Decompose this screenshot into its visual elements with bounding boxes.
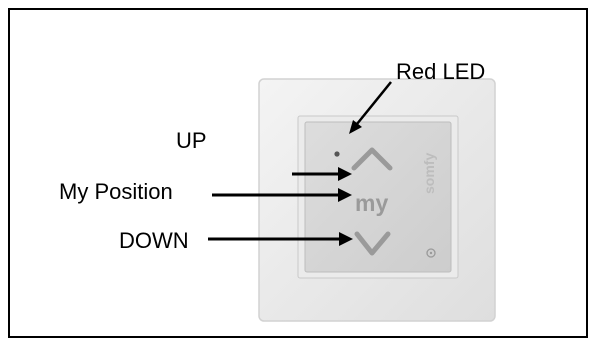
up-label: UP	[176, 128, 207, 153]
chevron-down-icon[interactable]	[354, 231, 391, 256]
brand-logo: somfy	[421, 153, 437, 194]
remote-illustration: my somfy	[208, 78, 496, 322]
down-pointer-arrow	[208, 232, 353, 246]
red-led-indicator	[334, 151, 340, 157]
chevron-up-icon[interactable]	[351, 147, 393, 171]
down-label: DOWN	[119, 228, 189, 253]
red-led-pointer-arrow	[349, 81, 392, 134]
info-icon[interactable]	[426, 248, 436, 258]
my-position-pointer-arrow	[212, 188, 352, 202]
up-pointer-arrow	[292, 167, 352, 181]
red-led-label: Red LED	[396, 59, 486, 84]
my-button[interactable]: my	[355, 190, 388, 216]
my-position-label: My Position	[59, 179, 173, 204]
